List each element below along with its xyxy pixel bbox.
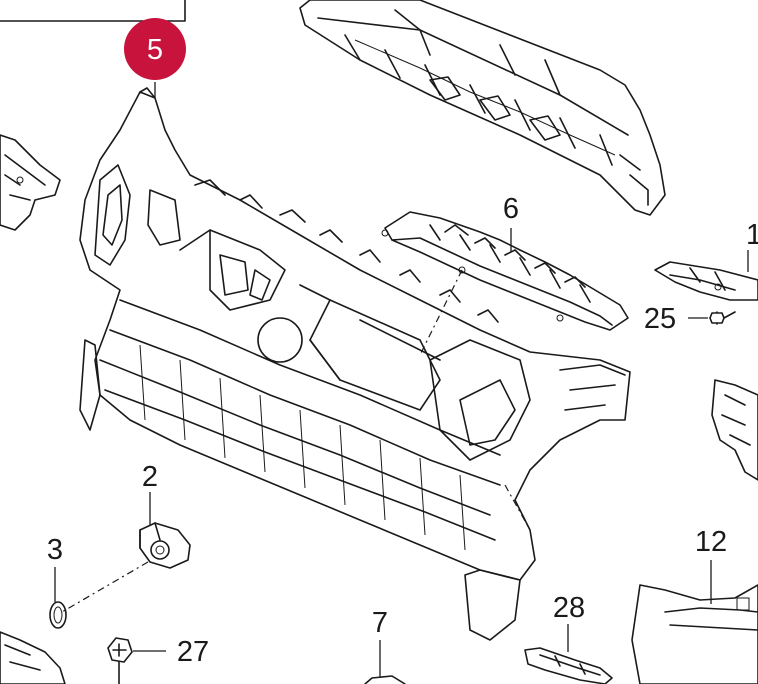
callout-12[interactable]: 12 <box>695 526 727 558</box>
part-right-fragment <box>711 379 758 481</box>
part-6-strip <box>381 211 629 331</box>
callout-28[interactable]: 28 <box>553 592 585 624</box>
callout-7[interactable]: 7 <box>372 607 388 639</box>
part-grille-carrier <box>79 87 631 641</box>
callout-25[interactable]: 25 <box>644 303 676 335</box>
part-3-washer <box>49 601 67 629</box>
callout-27[interactable]: 27 <box>177 636 209 668</box>
assembly-line-6 <box>419 269 463 356</box>
assembly-line-2-3 <box>61 561 149 613</box>
part-2-clip <box>139 522 191 569</box>
part-27-screw <box>107 637 133 684</box>
callout-2[interactable]: 2 <box>142 461 158 493</box>
callout-3[interactable]: 3 <box>47 534 63 566</box>
callout-1[interactable]: 1 <box>746 219 758 251</box>
part-1-bracket <box>654 261 758 301</box>
part-left-bracket <box>0 134 61 231</box>
callout-5[interactable]: 5 <box>147 34 163 66</box>
part-25-screw <box>709 311 736 325</box>
part-upper-beam <box>299 0 666 216</box>
part-28-bracket <box>524 647 613 684</box>
part-12-panel <box>631 584 758 684</box>
highlight-callout-circle <box>124 18 186 80</box>
label-box-fragment <box>0 0 186 22</box>
callout-6[interactable]: 6 <box>503 193 519 225</box>
part-7-fragment <box>364 675 406 684</box>
part-lower-left-fragment <box>0 631 66 684</box>
